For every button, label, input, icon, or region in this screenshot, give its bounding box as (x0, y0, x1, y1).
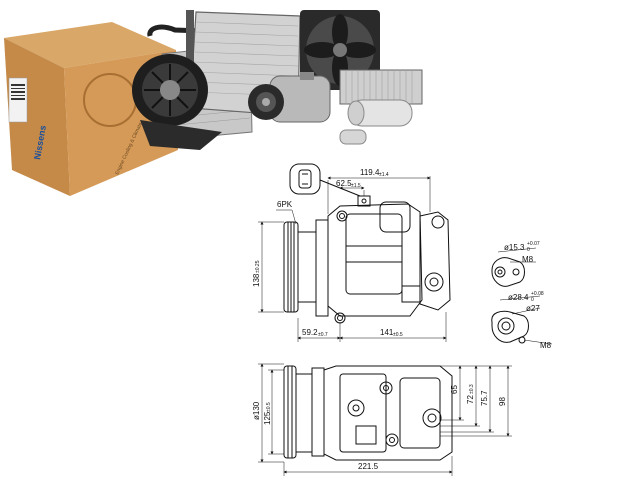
dim-h2: 72 (466, 395, 475, 404)
dim-port-top-diameter: ø15.3 (504, 243, 525, 252)
bottom-view-compressor (258, 363, 512, 476)
product-photo-collage: Nissens Engine Cooling & Climate (4, 10, 423, 196)
dim-width-mid-tol: ±1.5 (351, 183, 361, 189)
dim-dia-body-tol: ±0.5 (266, 402, 272, 412)
dim-h3: 75.7 (480, 390, 489, 406)
heater-radiator (339, 69, 423, 105)
dim-height-left: 138 (252, 273, 261, 287)
dim-length-bottom-tol: ±0.5 (393, 332, 403, 338)
dim-length-bottom: 141 (380, 328, 394, 337)
dim-h1: 65 (450, 385, 459, 394)
dim-width-mid: 62.5 (336, 179, 352, 188)
port-detail-bottom (491, 295, 553, 345)
dimension-labels: 119.4 ±1.4 62.5 ±1.5 6PK 138 ±0.25 59.2 … (252, 168, 552, 471)
dim-belt-label: 6PK (277, 200, 293, 209)
dim-width-top-tol: ±1.4 (379, 172, 389, 178)
dim-port-bottom-outer: ø27 (526, 304, 540, 313)
technical-drawing (258, 163, 553, 476)
dim-port-bottom-tol-lower: 0 (531, 297, 534, 303)
port-detail-top (491, 247, 537, 287)
dim-h4: 98 (498, 397, 507, 406)
connector-detail (289, 163, 321, 195)
dim-port-top-tol-lower: 0 (527, 247, 530, 253)
dim-port-bottom-diameter: ø28.4 (508, 293, 529, 302)
dim-dia-pulley: ø130 (252, 401, 261, 420)
dim-overall-length: 221.5 (358, 462, 379, 471)
dim-h2-tol: ±0.3 (469, 384, 475, 394)
dim-port-top-tol-upper: +0.07 (527, 241, 540, 247)
compressor-photo (248, 72, 331, 123)
dim-height-left-tol: ±0.25 (255, 260, 261, 273)
dim-offset-bottom-tol: ±0.7 (318, 332, 328, 338)
receiver-drier (339, 99, 413, 145)
blower-motor (132, 54, 222, 150)
dim-offset-bottom: 59.2 (302, 328, 318, 337)
dim-port-top-thread: M8 (522, 255, 534, 264)
dim-dia-body: 125 (263, 411, 272, 425)
dim-width-top: 119.4 (360, 168, 380, 177)
dim-port-bottom-thread: M8 (540, 341, 552, 350)
dim-port-bottom-tol-upper: +0.08 (531, 291, 544, 297)
side-view-compressor (258, 163, 451, 342)
